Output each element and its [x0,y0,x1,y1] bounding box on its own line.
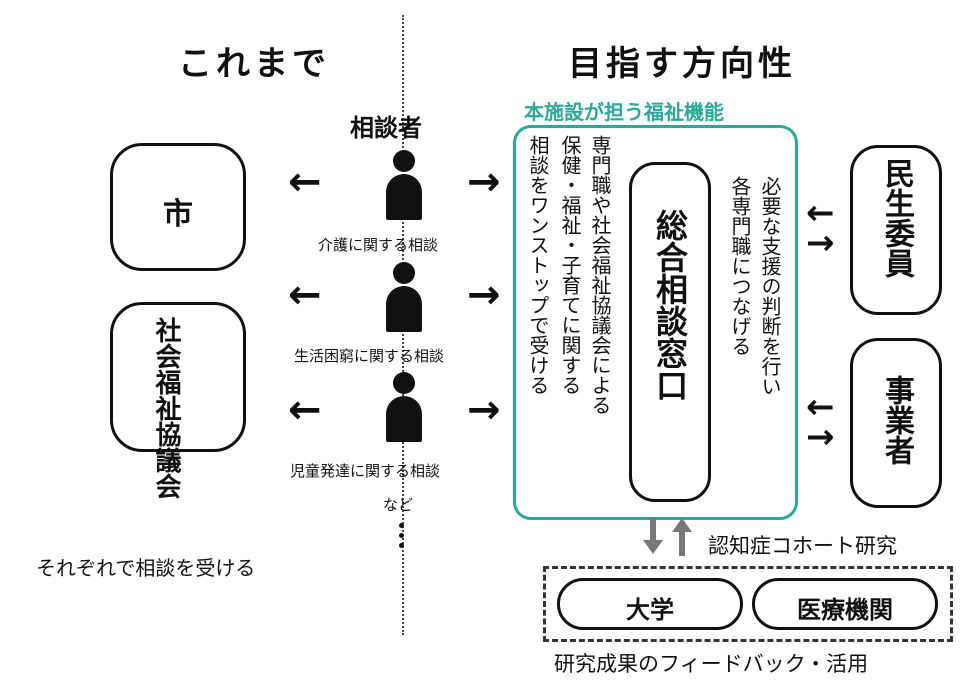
left-arrow-icon: ← [288,387,322,433]
right-heading: 目指す方向性 [568,44,796,84]
left-arrow-icon: ← [806,387,835,427]
medical-label: 医療機関 [797,596,893,624]
left-arrow-icon: ← [806,193,835,233]
right-arrow-icon: → [467,387,501,433]
ellipsis-dot [399,543,404,548]
facility-label: 本施設が担う福祉機能 [524,100,724,124]
jigyosha-label: 事業者 [879,375,914,465]
minsei-box: 民生委員 [850,145,942,315]
ellipsis-dot [399,523,404,528]
city-label: 市 [163,197,193,232]
left-arrow-icon: ← [288,272,322,318]
city-box: 市 [110,143,246,271]
left-summary: それぞれで相談を受ける [36,556,256,580]
caption-care: 介護に関する相談 [318,236,439,254]
left-heading: これまで [178,44,330,84]
consultant-label: 相談者 [350,114,422,142]
consultation-window-box: 総合相談窓口 [629,162,711,502]
up-arrow-icon [672,518,692,556]
facility-text-2: 保健・福祉・子育てに関する [558,135,582,395]
ellipsis-dot [399,533,404,538]
caption-etc: など [383,496,414,514]
caption-poverty: 生活困窮に関する相談 [294,347,445,365]
university-label: 大学 [626,596,674,624]
jigyosha-box: 事業者 [850,338,942,508]
right-arrow-icon: → [806,417,835,457]
left-arrow-icon: ← [288,159,322,205]
caption-child: 児童発達に関する相談 [290,462,441,480]
social-welfare-label: 社会福祉協議会 [151,317,181,499]
facility-text-3: 相談をワンストップで受ける [526,135,550,395]
institutions-frame [543,566,953,642]
down-arrow-icon [643,518,663,554]
right-arrow-icon: → [467,272,501,318]
judgment-text-2: 各専門職につなげる [728,176,752,356]
consultation-window-label: 総合相談窓口 [651,209,689,401]
research-label: 認知症コホート研究 [708,534,897,558]
minsei-label: 民生委員 [879,158,914,278]
right-arrow-icon: → [467,159,501,205]
facility-text-1: 専門職や社会福祉協議会による [588,135,612,415]
right-arrow-icon: → [806,223,835,263]
judgment-text-1: 必要な支援の判断を行い [758,176,782,396]
social-welfare-box: 社会福祉協議会 [110,302,246,499]
medical-box: 医療機関 [752,578,938,630]
university-box: 大学 [557,578,743,630]
feedback-label: 研究成果のフィードバック・活用 [554,652,869,676]
